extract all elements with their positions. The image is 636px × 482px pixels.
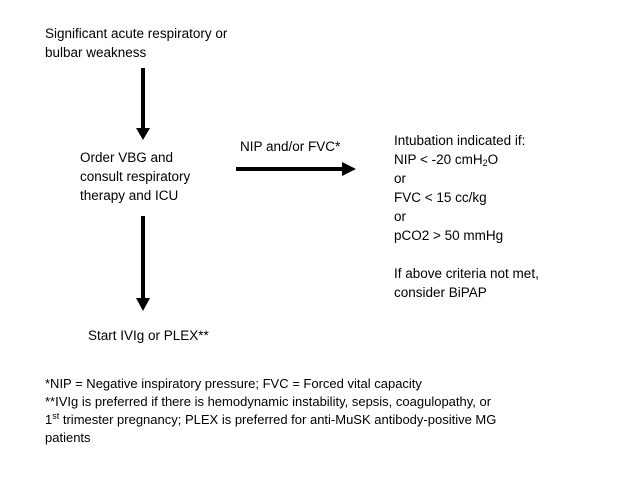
node-order-vbg-line-3: therapy and ICU: [80, 188, 179, 203]
footnote-3: 1st trimester pregnancy; PLEX is preferr…: [45, 411, 496, 429]
criteria-nip: NIP < -20 cmH2O: [394, 150, 539, 169]
node-start: Significant acute respiratory or bulbar …: [45, 24, 227, 62]
criteria-or-2: or: [394, 209, 407, 224]
node-order-vbg: Order VBG and consult respiratory therap…: [80, 148, 190, 205]
criteria-fallback-line-2: consider BiPAP: [394, 285, 487, 300]
criteria-fvc: FVC < 15 cc/kg: [394, 190, 487, 205]
criteria-fallback-line-1: If above criteria not met,: [394, 266, 539, 281]
footnote-3-prefix: 1: [45, 412, 53, 427]
node-start-line-1: Significant acute respiratory or: [45, 26, 228, 41]
footnote-3-rest: trimester pregnancy; PLEX is preferred f…: [59, 412, 497, 427]
arrow-vbg-to-intubation: [236, 162, 356, 176]
footnotes: *NIP = Negative inspiratory pressure; FV…: [45, 375, 496, 447]
arrow-start-to-vbg: [136, 68, 150, 140]
node-order-vbg-line-1: Order VBG and: [80, 150, 174, 165]
criteria-nip-prefix: NIP < -20 cmH: [394, 152, 483, 167]
node-intubation-criteria: Intubation indicated if: NIP < -20 cmH2O…: [394, 131, 539, 302]
node-start-line-2: bulbar weakness: [45, 45, 147, 60]
edge-label-nip-fvc: NIP and/or FVC*: [240, 139, 341, 154]
arrow-vbg-to-treatment: [136, 216, 150, 311]
criteria-or-1: or: [394, 171, 407, 186]
criteria-nip-subscript: 2: [482, 158, 488, 168]
footnote-3-superscript: st: [52, 411, 60, 421]
node-order-vbg-line-2: consult respiratory: [80, 169, 191, 184]
footnote-2: **IVIg is preferred if there is hemodyna…: [45, 394, 492, 409]
criteria-nip-suffix: O: [487, 152, 499, 167]
footnote-4: patients: [45, 430, 91, 445]
criteria-pco2: pCO2 > 50 mmHg: [394, 228, 504, 243]
footnote-1: *NIP = Negative inspiratory pressure; FV…: [45, 376, 422, 391]
node-treatment: Start IVIg or PLEX**: [88, 328, 209, 343]
criteria-heading: Intubation indicated if:: [394, 133, 526, 148]
criteria-spacer: [394, 245, 539, 264]
